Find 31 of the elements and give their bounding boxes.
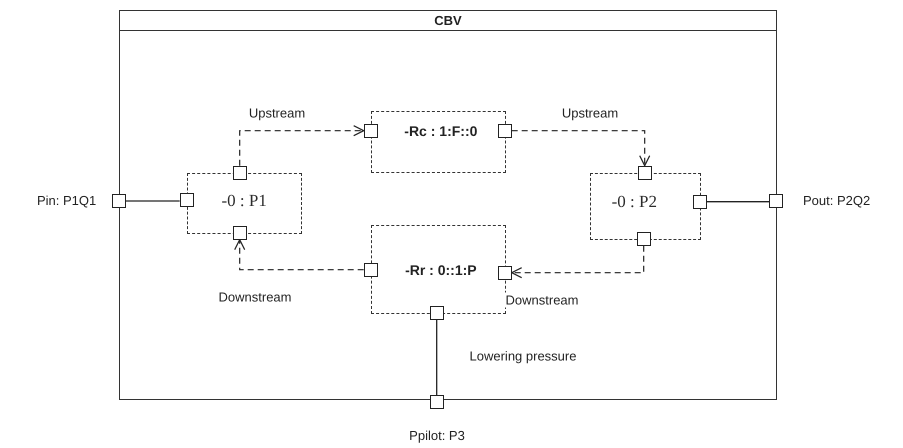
port bbox=[692, 194, 707, 209]
port bbox=[180, 192, 194, 207]
port bbox=[232, 226, 247, 240]
part-label: -Rr : 0::1:P bbox=[405, 262, 477, 278]
connector bbox=[436, 320, 438, 395]
edge-label: Upstream bbox=[560, 106, 620, 120]
connector bbox=[706, 201, 769, 202]
port bbox=[636, 232, 651, 246]
dashed-connector bbox=[234, 239, 364, 270]
block-title: CBV bbox=[120, 11, 776, 31]
edge-label: Lowering pressure bbox=[468, 348, 578, 364]
port bbox=[498, 266, 512, 280]
edge-label: Downstream bbox=[216, 290, 294, 304]
dashed-connector bbox=[511, 246, 644, 278]
part-label: -Rc : 1:F::0 bbox=[404, 123, 478, 140]
edge-label: Upstream bbox=[246, 106, 308, 120]
port bbox=[638, 166, 652, 180]
part-label: -0 : P2 bbox=[612, 192, 657, 212]
port-label: Ppilot: P3 bbox=[408, 429, 466, 443]
port bbox=[498, 124, 512, 138]
port-label: Pin: P1Q1 bbox=[37, 194, 96, 208]
port bbox=[430, 306, 444, 320]
port bbox=[232, 166, 247, 180]
port bbox=[364, 124, 378, 138]
edge-label: Downstream bbox=[504, 292, 580, 308]
port bbox=[364, 262, 378, 277]
port-label: Pout: P2Q2 bbox=[803, 194, 870, 208]
connector bbox=[126, 200, 180, 202]
dashed-connector bbox=[239, 125, 364, 166]
part-label: -0 : P1 bbox=[222, 191, 267, 212]
dashed-connector bbox=[512, 130, 650, 166]
